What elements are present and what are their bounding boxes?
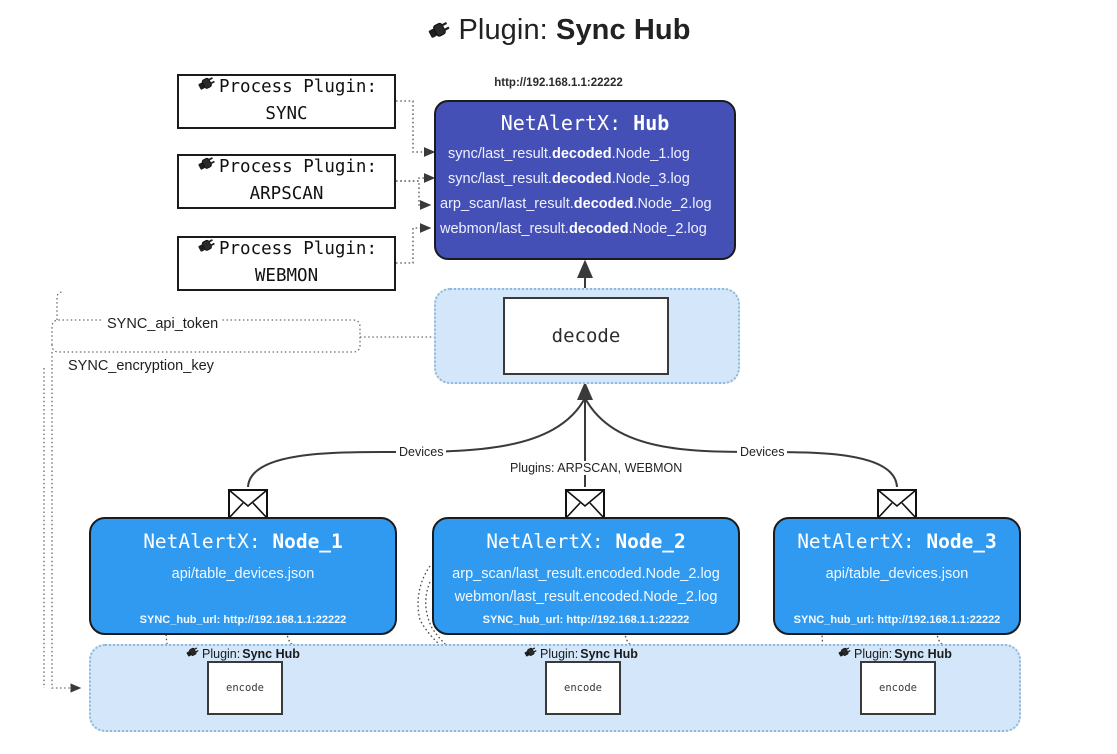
plugins-label-center: Plugins: ARPSCAN, WEBMON (507, 461, 686, 475)
process-plugin-arpscan[interactable]: Process Plugin: ARPSCAN (177, 154, 396, 209)
title-prefix: Plugin: (458, 14, 548, 46)
hub-title-prefix: NetAlertX: (500, 111, 622, 135)
node-2[interactable]: NetAlertX: Node_2 arp_scan/last_result.e… (432, 517, 740, 635)
plug-icon (837, 645, 852, 662)
hub-log-line: arp_scan/last_result.decoded.Node_2.log (440, 195, 712, 212)
encode-box-node-3[interactable]: encode (860, 661, 936, 715)
hub-node[interactable]: NetAlertX: Hub sync/last_result.decoded.… (434, 100, 736, 260)
process-plugin-webmon[interactable]: Process Plugin: WEBMON (177, 236, 396, 291)
plug-icon (196, 236, 217, 263)
decode-box[interactable]: decode (503, 297, 669, 375)
node-line: api/table_devices.json (171, 566, 315, 582)
plug-icon (196, 154, 217, 181)
node-line: webmon/last_result.encoded.Node_2.log (454, 589, 718, 606)
node-footer: SYNC_hub_url: http://192.168.1.1:22222 (139, 614, 347, 626)
encode-box-node-1[interactable]: encode (207, 661, 283, 715)
process-plugin-line2: ARPSCAN (249, 183, 324, 204)
node-title: NetAlertX: Node_2 (486, 530, 686, 553)
envelope-icon-node-1 (228, 489, 268, 524)
plug-icon (426, 17, 452, 50)
node-title: NetAlertX: Node_1 (143, 530, 343, 553)
encoder-plugin-label-1: Plugin: Sync Hub (185, 645, 300, 662)
encoder-plugin-label-2: Plugin: Sync Hub (523, 645, 638, 662)
hub-log-line: sync/last_result.decoded.Node_3.log (448, 170, 690, 187)
sync-encryption-key-label: SYNC_encryption_key (64, 358, 218, 374)
node-line: api/table_devices.json (825, 566, 969, 582)
envelope-icon-node-3 (877, 489, 917, 524)
page-title: Plugin: Sync Hub (0, 14, 1117, 50)
process-plugin-line2: SYNC (265, 103, 308, 124)
hub-url-label: http://192.168.1.1:22222 (494, 77, 623, 89)
devices-label-left: Devices (396, 445, 447, 459)
encoder-plugin-label-3: Plugin: Sync Hub (837, 645, 952, 662)
node-line: arp_scan/last_result.encoded.Node_2.log (452, 566, 720, 582)
hub-title: NetAlertX: Hub (501, 111, 670, 135)
node-1[interactable]: NetAlertX: Node_1 api/table_devices.json… (89, 517, 397, 635)
process-plugin-sync[interactable]: Process Plugin: SYNC (177, 74, 396, 129)
title-name: Sync Hub (556, 14, 691, 46)
plug-icon (185, 645, 200, 662)
hub-title-name: Hub (633, 111, 670, 135)
sync-api-token-label: SYNC_api_token (103, 316, 223, 332)
process-plugin-line1: Process Plugin: (218, 157, 378, 178)
plug-icon (196, 74, 217, 101)
node-3[interactable]: NetAlertX: Node_3 api/table_devices.json… (773, 517, 1021, 635)
encode-box-node-2[interactable]: encode (545, 661, 621, 715)
hub-log-line: sync/last_result.decoded.Node_1.log (448, 146, 690, 162)
process-plugin-line1: Process Plugin: (218, 239, 378, 260)
node-footer: SYNC_hub_url: http://192.168.1.1:22222 (793, 614, 1001, 626)
process-plugin-line1: Process Plugin: (218, 77, 378, 98)
node-title: NetAlertX: Node_3 (797, 530, 997, 553)
node-footer: SYNC_hub_url: http://192.168.1.1:22222 (482, 614, 690, 626)
plug-icon (523, 645, 538, 662)
hub-log-line: webmon/last_result.decoded.Node_2.log (440, 220, 707, 237)
devices-label-right: Devices (737, 445, 788, 459)
process-plugin-line2: WEBMON (254, 265, 319, 286)
